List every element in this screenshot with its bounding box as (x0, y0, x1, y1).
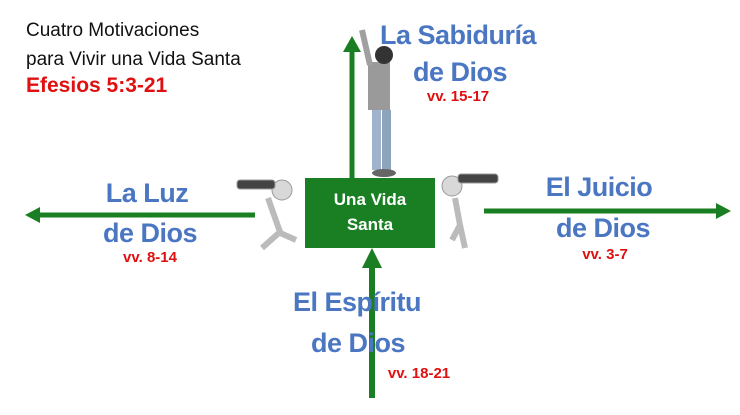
left-verses: vv. 8-14 (123, 249, 177, 266)
left-label-line2: de Dios (102, 218, 198, 248)
center-box: Una Vida Santa (305, 178, 435, 248)
scripture-reference: Efesios 5:3-21 (26, 74, 168, 97)
center-line2: Santa (346, 215, 394, 234)
top-verses: vv. 15-17 (426, 88, 490, 105)
right-label-line2: de Dios (555, 213, 651, 243)
left-label-line1: La Luz (105, 178, 189, 208)
bottom-verses: vv. 18-21 (387, 365, 451, 382)
telescope-figure-right (441, 173, 499, 249)
arrow-right (484, 203, 731, 219)
top-label-line1: La Sabiduría (379, 20, 537, 50)
top-label-line2: de Dios (412, 57, 508, 87)
arrow-left (25, 207, 255, 223)
bottom-label-line1: El Espíritu (292, 287, 422, 317)
bottom-label-line2: de Dios (310, 328, 406, 358)
telescope-figure-left (236, 179, 298, 251)
arrow-up (343, 36, 361, 180)
right-verses: vv. 3-7 (582, 246, 628, 263)
center-line1: Una Vida (333, 190, 407, 210)
man-reaching-figure (359, 29, 396, 177)
slide-title-line1: Cuatro Motivaciones (26, 20, 200, 41)
slide-title-line2: para Vivir una Vida Santa (26, 49, 241, 70)
arrow-bottom (362, 248, 382, 398)
right-label-line1: El Juicio (545, 172, 653, 202)
